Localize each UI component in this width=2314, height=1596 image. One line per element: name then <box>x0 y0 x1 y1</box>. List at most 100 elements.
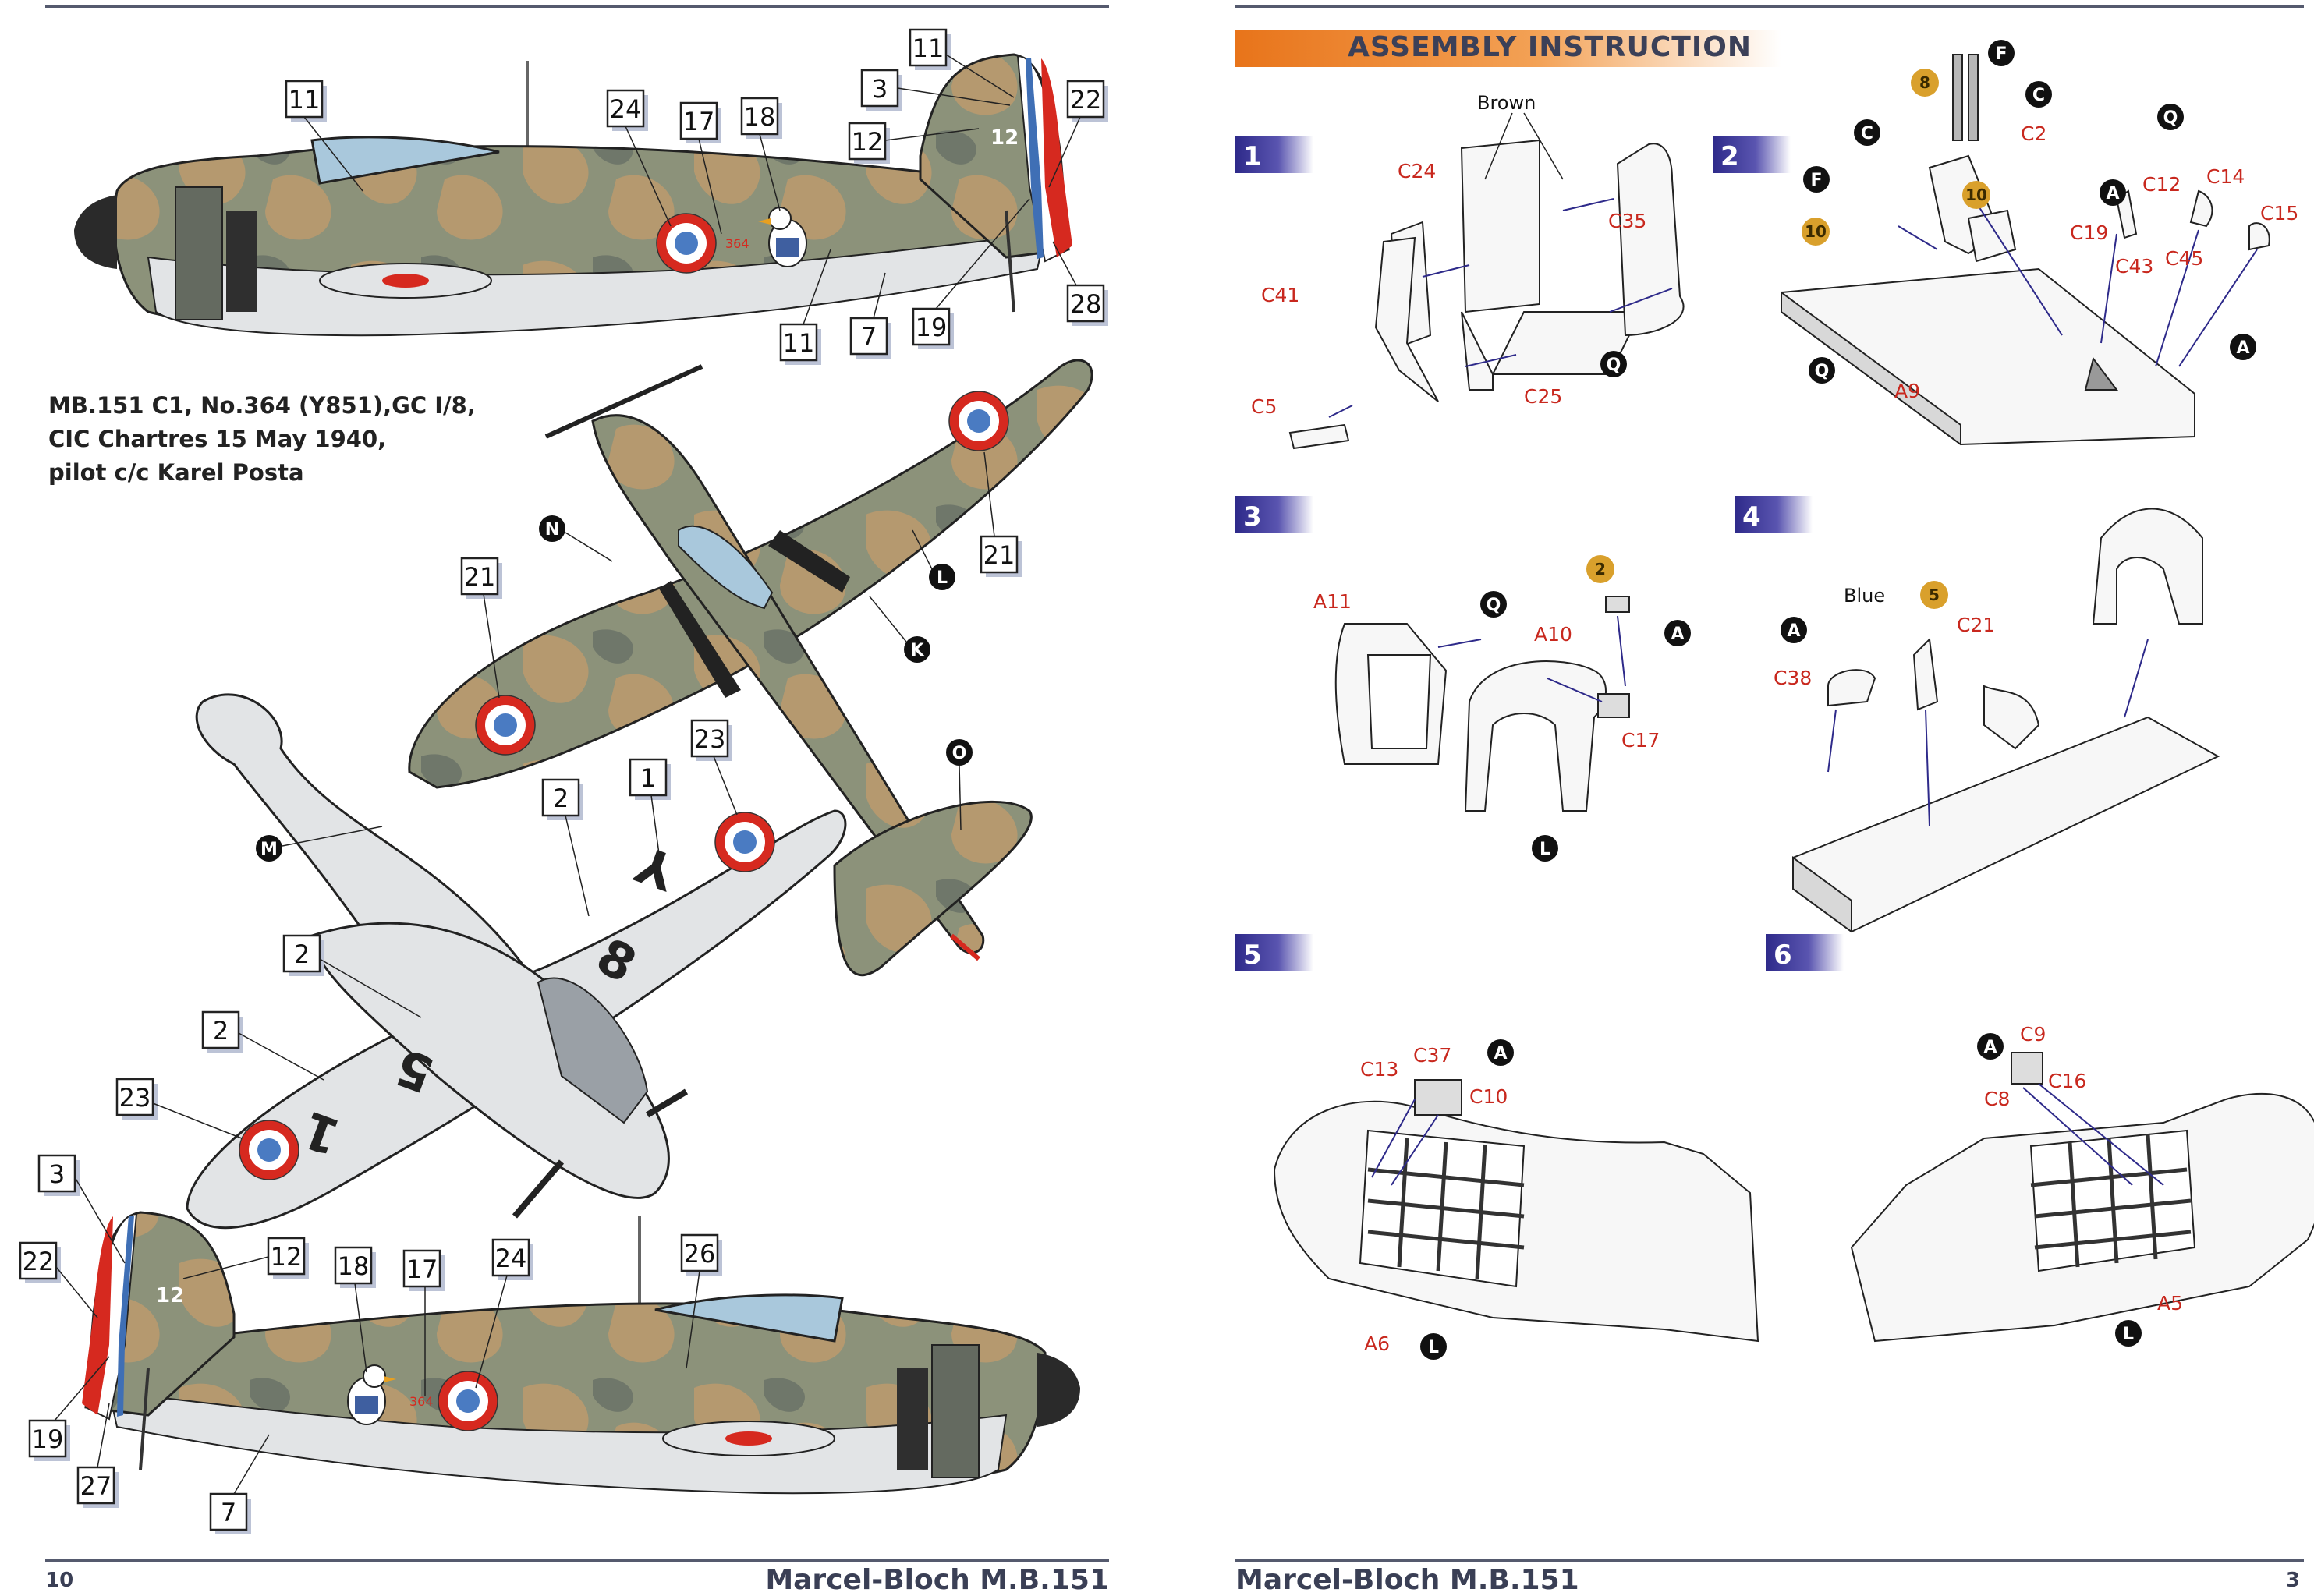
svg-text:L: L <box>2123 1325 2134 1344</box>
duck-emblem-bottom <box>347 1364 396 1425</box>
part-label: A5 <box>2157 1292 2183 1315</box>
callout-box: 11 <box>909 28 1015 98</box>
step-3-labels: A11 A10 C17 <box>1313 590 1660 752</box>
wing-code-y: Y <box>629 833 683 901</box>
svg-text:L: L <box>1540 840 1550 859</box>
right-bottom-rule <box>1235 1559 2304 1562</box>
left-page: 12 364 8 5 1 Y <box>0 0 1157 1596</box>
paint-marker-m: M <box>256 826 383 862</box>
paint-marker: A <box>1487 1039 1514 1066</box>
svg-text:2: 2 <box>553 784 569 813</box>
svg-text:2: 2 <box>294 940 310 969</box>
svg-text:A: A <box>1494 1044 1507 1063</box>
svg-text:28: 28 <box>1070 289 1102 319</box>
callouts-top-profile: 11 24 17 18 3 11 12 22 28 19 7 11 <box>285 28 1108 365</box>
top-fuselage-code: 12 <box>990 126 1019 150</box>
svg-text:4: 4 <box>1742 501 1761 533</box>
left-page-number: 10 <box>45 1569 74 1592</box>
svg-text:26: 26 <box>684 1239 716 1269</box>
part-label: C5 <box>1251 395 1277 418</box>
svg-text:L: L <box>937 568 948 588</box>
svg-text:2: 2 <box>213 1016 229 1046</box>
svg-text:L: L <box>1428 1338 1439 1357</box>
paint-marker: A <box>1977 1033 2004 1060</box>
svg-text:10: 10 <box>1965 186 1987 204</box>
part-label: C12 <box>2142 173 2181 196</box>
callout-box: 2 <box>541 778 590 917</box>
caption-line-3: pilot c/c Karel Posta <box>48 459 304 486</box>
paint-marker-l: L <box>912 529 955 590</box>
callout-box: 22 <box>19 1241 98 1318</box>
numbered-paint-coins: 8 10 10 2 5 <box>1586 69 1990 609</box>
part-label: C24 <box>1398 160 1436 182</box>
svg-text:23: 23 <box>119 1083 151 1113</box>
callout-box: 26 <box>680 1233 722 1369</box>
callout-box: 18 <box>334 1246 376 1373</box>
svg-text:12: 12 <box>852 127 884 157</box>
paint-marker: A <box>2230 334 2256 360</box>
part-label: C45 <box>2165 247 2203 270</box>
part-label: C2 <box>2021 122 2046 145</box>
part-label: C25 <box>1524 385 1562 408</box>
svg-text:7: 7 <box>221 1498 236 1527</box>
part-label: A6 <box>1364 1332 1390 1355</box>
bottom-fuselage-code: 12 <box>156 1284 184 1308</box>
step-2-labels: C2 C12 C14 C15 C19 C43 C45 A9 <box>1894 122 2298 402</box>
callout-box: 2 <box>282 934 422 1018</box>
svg-text:10: 10 <box>1805 222 1827 241</box>
svg-text:18: 18 <box>338 1251 370 1281</box>
step-1-color-note: Brown <box>1477 92 1536 114</box>
part-label: A11 <box>1313 590 1352 613</box>
paint-marker: L <box>1532 835 1558 862</box>
paint-marker-n: N <box>539 515 613 562</box>
bottom-serial: 364 <box>409 1394 434 1409</box>
part-label: C21 <box>1957 614 1995 636</box>
svg-text:19: 19 <box>916 313 948 342</box>
callout-box: 3 <box>37 1154 126 1264</box>
callout-box: 17 <box>679 101 722 235</box>
part-label: C14 <box>2206 165 2245 188</box>
part-label: A9 <box>1894 380 1920 402</box>
paint-marker-o: O <box>946 739 973 831</box>
right-top-rule <box>1235 5 2304 8</box>
part-label: C37 <box>1413 1044 1451 1067</box>
svg-text:Q: Q <box>1607 356 1621 375</box>
coin-10: 10 <box>1962 181 1990 209</box>
paint-marker-k: K <box>869 596 930 663</box>
paint-marker: L <box>1420 1333 1447 1360</box>
callout-box: 18 <box>740 97 782 211</box>
paint-marker: Q <box>1480 591 1507 618</box>
step-1-labels: Brown C24 C35 C41 C5 C25 <box>1251 92 1646 418</box>
svg-text:7: 7 <box>861 322 877 352</box>
coin-2: 2 <box>1586 555 1614 583</box>
callout-box: 27 <box>76 1403 119 1508</box>
svg-text:27: 27 <box>80 1471 112 1501</box>
svg-text:11: 11 <box>289 85 321 115</box>
right-page: ASSEMBLY INSTRUCTION 1 2 3 4 5 6 <box>1157 0 2314 1596</box>
part-label: C38 <box>1774 667 1812 689</box>
paint-marker: A <box>1664 620 1691 646</box>
step-2-drawing <box>1781 54 2270 446</box>
callout-box: 24 <box>606 89 672 227</box>
callout-box: 19 <box>912 198 1030 349</box>
paint-marker: Q <box>2157 104 2184 130</box>
callout-box: 17 <box>402 1249 445 1396</box>
part-label: C17 <box>1621 729 1660 752</box>
svg-text:2: 2 <box>1720 141 1739 172</box>
step-4-labels: Blue C21 C38 <box>1774 585 1995 689</box>
left-footer-title: Marcel-Bloch M.B.151 <box>765 1564 1109 1596</box>
paint-marker: F <box>1988 40 2015 66</box>
svg-text:19: 19 <box>32 1424 64 1454</box>
callout-box: 11 <box>285 80 363 192</box>
part-label: C35 <box>1608 210 1646 232</box>
svg-text:1: 1 <box>1243 141 1262 172</box>
part-label: C9 <box>2020 1023 2046 1046</box>
callout-box: 28 <box>1052 241 1108 326</box>
svg-text:11: 11 <box>912 34 944 63</box>
step-6-drawing <box>1850 1052 2314 1343</box>
step-1-badge: 1 <box>1235 136 1313 173</box>
bottom-profile-aircraft: 12 364 <box>82 1211 1080 1495</box>
callout-box: 7 <box>849 272 891 359</box>
aircraft-caption: MB.151 C1, No.364 (Y851),GC I/8, CIC Cha… <box>48 392 476 486</box>
paint-letter-markers: N L K O M <box>256 515 973 862</box>
